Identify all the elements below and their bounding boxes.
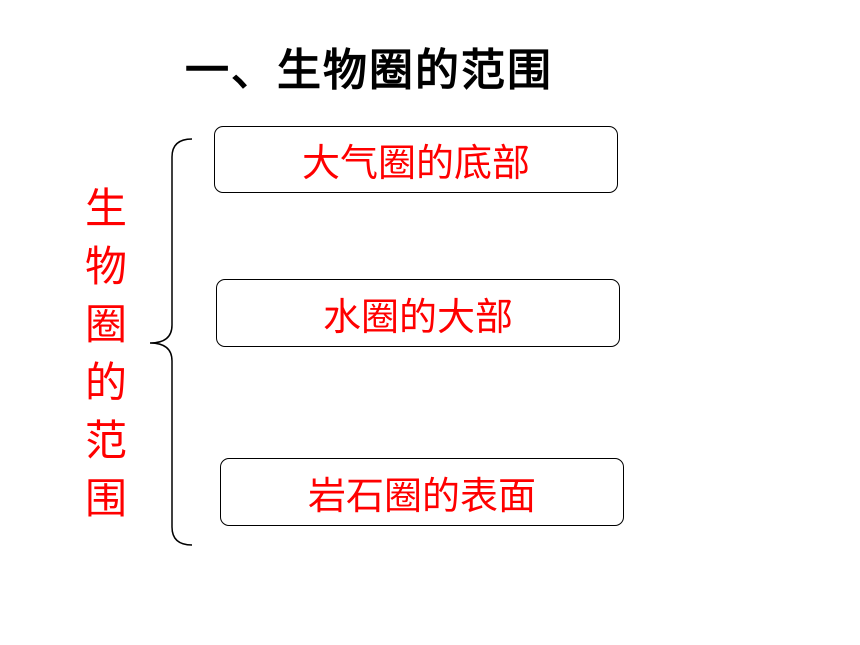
curly-brace bbox=[149, 138, 193, 546]
range-box-atmosphere: 大气圈的底部 bbox=[214, 126, 618, 193]
biosphere-range-label: 生物圈的范围 bbox=[84, 184, 127, 523]
range-box-hydrosphere: 水圈的大部 bbox=[216, 279, 620, 347]
range-box-lithosphere: 岩石圈的表面 bbox=[220, 458, 624, 526]
slide-title: 一、生物圈的范围 bbox=[185, 45, 553, 96]
